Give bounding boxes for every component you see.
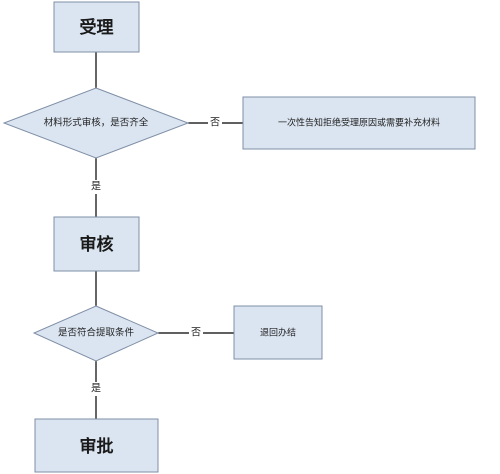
check-yes-label: 是: [91, 181, 101, 193]
meets-yes-label: 是: [91, 383, 101, 395]
meets-conditions-label: 是否符合提取条件: [58, 327, 135, 339]
notify-box: [242, 96, 476, 150]
edge-labels: 否 是 否 是: [89, 116, 222, 396]
check-no-label: 否: [210, 117, 220, 129]
check-yes-label-bg: [89, 180, 103, 194]
accept-label: 受理: [80, 17, 114, 38]
review-label: 审核: [80, 234, 114, 255]
node-notify: 一次性告知拒绝受理原因或需要补充材料: [242, 96, 476, 150]
node-accept: 受理: [53, 1, 140, 53]
approve-box: [34, 418, 159, 473]
node-check-materials: 材料形式审核，是否齐全: [2, 87, 190, 159]
check-materials-diamond: [2, 87, 190, 159]
meets-no-label: 否: [191, 327, 201, 339]
approve-label: 审批: [80, 436, 114, 457]
node-meets-conditions: 是否符合提取条件: [32, 305, 160, 362]
node-approve: 审批: [34, 418, 159, 473]
check-materials-label: 材料形式审核，是否齐全: [44, 117, 149, 129]
meets-yes-label-bg: [89, 382, 103, 396]
review-box: [53, 216, 140, 272]
return-label: 退回办结: [260, 327, 296, 339]
node-review: 审核: [53, 216, 140, 272]
node-return: 退回办结: [233, 305, 323, 360]
check-no-label-bg: [208, 116, 222, 130]
return-box: [233, 305, 323, 360]
notify-label: 一次性告知拒绝受理原因或需要补充材料: [278, 117, 440, 129]
meets-no-label-bg: [189, 326, 203, 340]
meets-conditions-diamond: [32, 305, 160, 362]
accept-box: [53, 1, 140, 53]
